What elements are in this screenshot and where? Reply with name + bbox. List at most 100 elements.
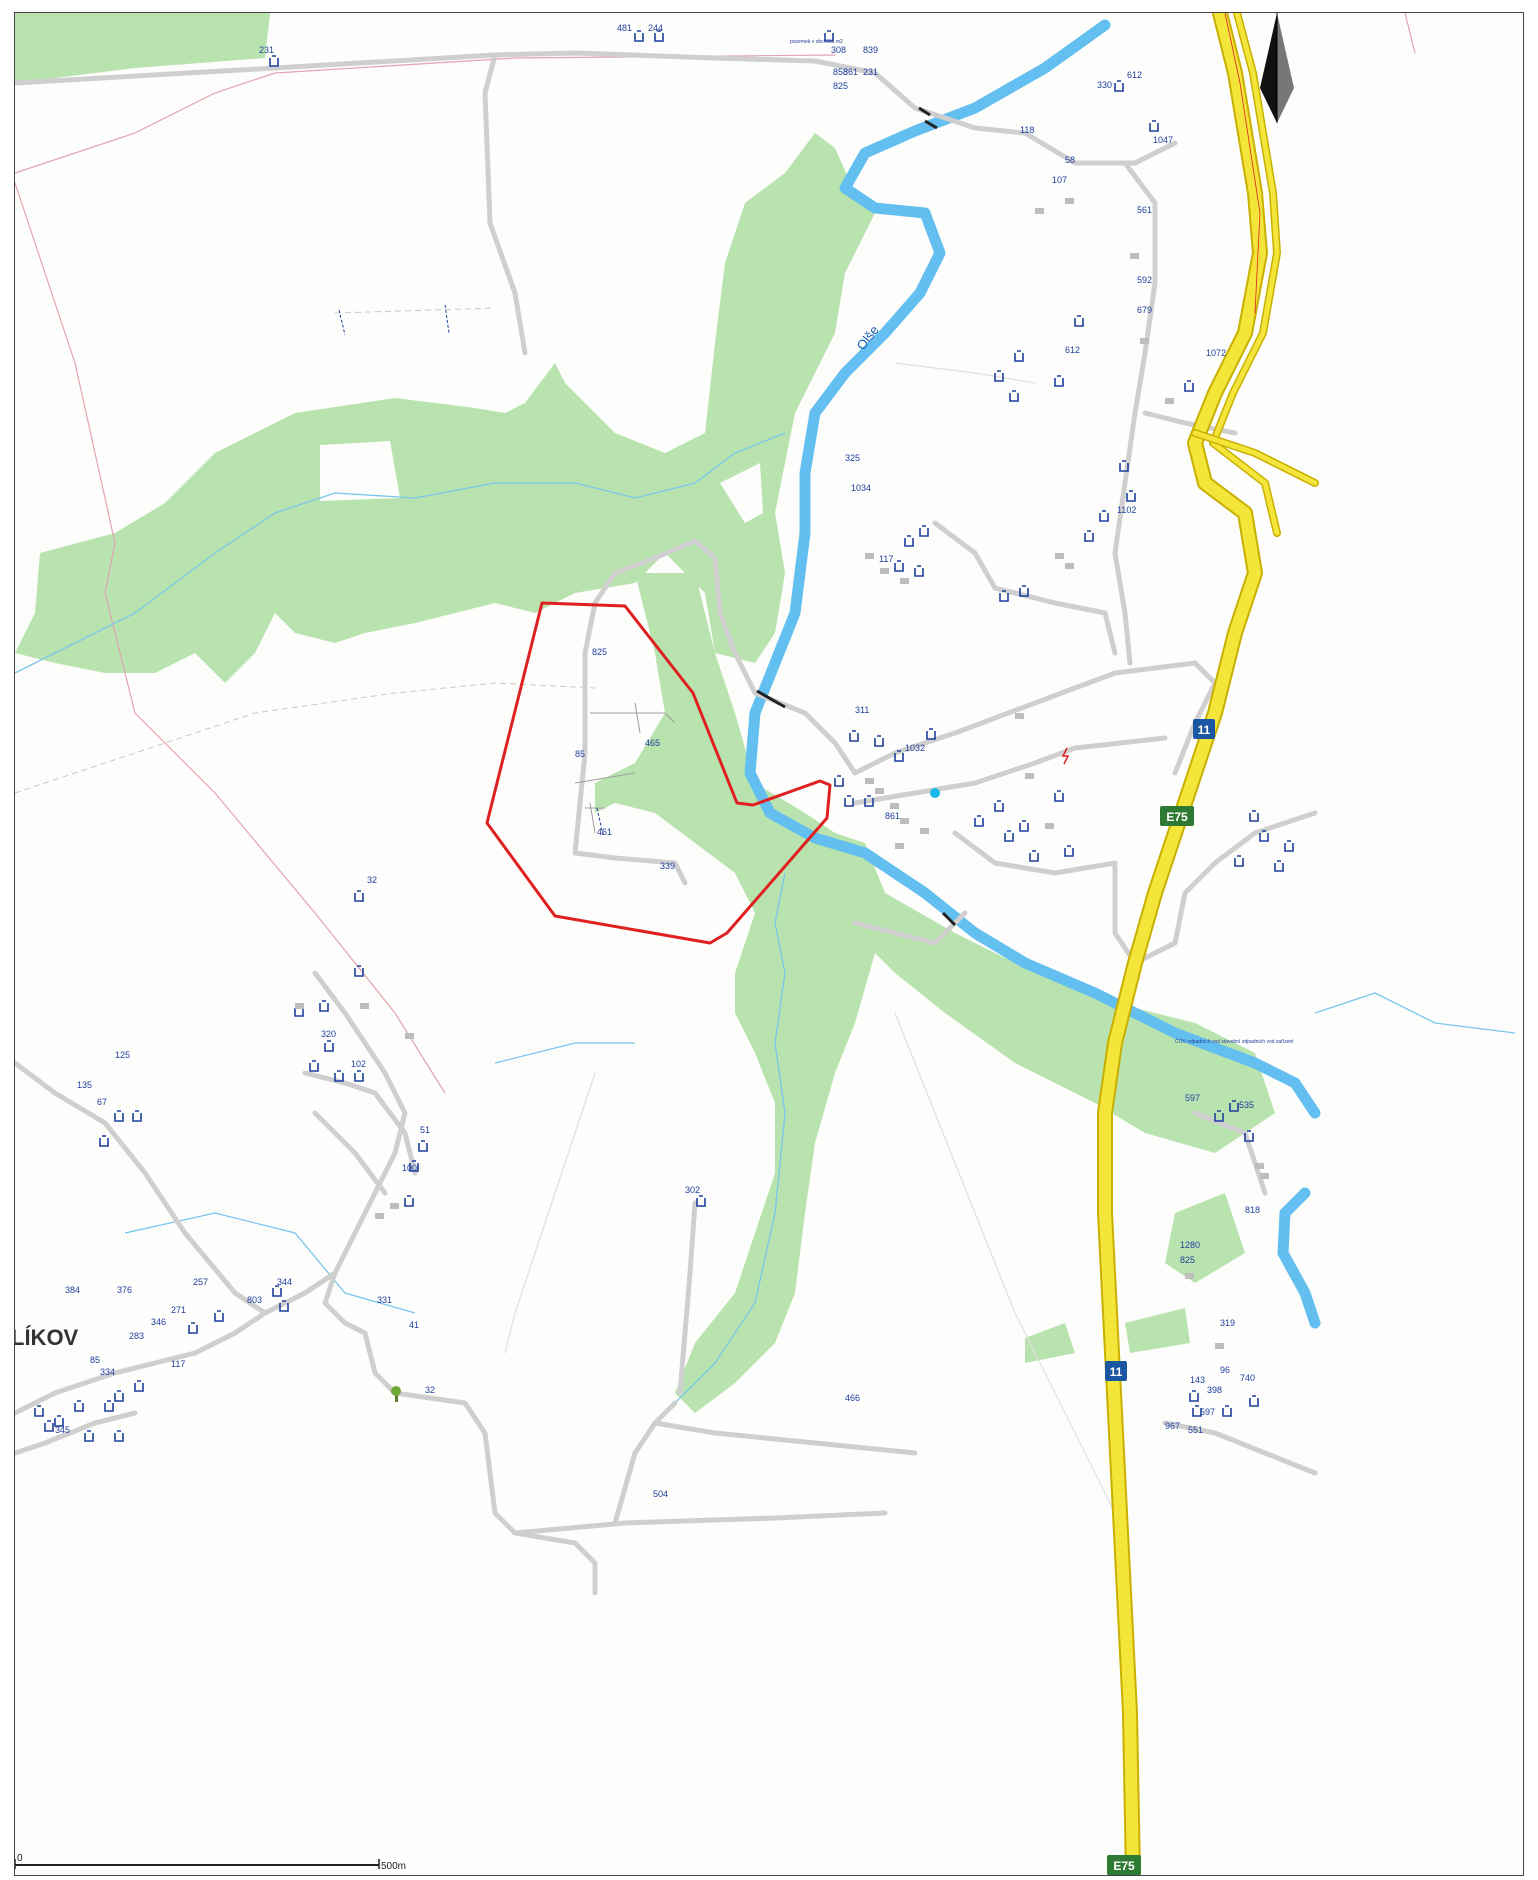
building-footprint bbox=[1165, 398, 1174, 404]
house-number-label: 825 bbox=[592, 647, 607, 657]
house-number-label: 504 bbox=[653, 1489, 668, 1499]
building-marker bbox=[354, 890, 364, 902]
building-marker bbox=[1274, 860, 1284, 872]
building-marker bbox=[994, 370, 1004, 382]
house-number-label: 58 bbox=[1065, 155, 1075, 165]
building-marker bbox=[654, 30, 664, 42]
building-marker bbox=[114, 1430, 124, 1442]
building-marker bbox=[834, 775, 844, 787]
highway-e75 bbox=[1097, 13, 1319, 1875]
house-number-label: 118 bbox=[1020, 125, 1034, 135]
building-marker bbox=[1126, 490, 1136, 502]
house-number-label: 818 bbox=[1245, 1205, 1260, 1215]
building-marker bbox=[1119, 460, 1129, 472]
building-marker bbox=[354, 1070, 364, 1082]
house-number-label: 143 bbox=[1190, 1375, 1205, 1385]
house-number-label: 803 bbox=[247, 1295, 262, 1305]
house-number-label: 1034 bbox=[851, 483, 871, 493]
house-number-label: 51 bbox=[420, 1125, 430, 1135]
road-south-field bbox=[512, 1510, 888, 1536]
house-number-label: 117 bbox=[171, 1359, 185, 1369]
building-marker bbox=[1084, 530, 1094, 542]
house-number-label: 311 bbox=[855, 705, 869, 715]
building-marker bbox=[214, 1310, 224, 1322]
scale-start-label: 0 bbox=[17, 1853, 23, 1864]
building-footprint bbox=[890, 803, 899, 809]
shield-11-lower: 11 bbox=[1105, 1361, 1127, 1381]
field-paths bbox=[15, 307, 596, 794]
house-number-label: 825 bbox=[833, 81, 848, 91]
house-number-label: 244 bbox=[648, 23, 663, 33]
house-number-label: 839 bbox=[863, 45, 878, 55]
road-southwest bbox=[15, 970, 408, 1316]
building-marker bbox=[319, 1000, 329, 1012]
building-footprint bbox=[1215, 1343, 1224, 1349]
road-east-3 bbox=[952, 830, 1118, 876]
building-marker bbox=[74, 1400, 84, 1412]
building-marker bbox=[1222, 1405, 1232, 1417]
house-number-label: 107 bbox=[1052, 175, 1067, 185]
house-number-label: 41 bbox=[409, 1320, 419, 1330]
building-marker bbox=[114, 1110, 124, 1122]
building-marker bbox=[44, 1420, 54, 1432]
building-marker bbox=[1284, 840, 1294, 852]
road-loop bbox=[592, 538, 858, 776]
cadastral-map: Olše bbox=[15, 13, 1516, 1875]
building-footprint bbox=[1130, 253, 1139, 259]
forest-clearing-1 bbox=[320, 441, 400, 501]
house-number-label: 861 bbox=[843, 67, 858, 77]
shield-11-lower-label: 11 bbox=[1110, 1365, 1123, 1379]
local-roads bbox=[15, 50, 1318, 1596]
building-footprint bbox=[1065, 563, 1074, 569]
forest-small-east-2 bbox=[1125, 1308, 1190, 1353]
house-number-label: 740 bbox=[1240, 1373, 1255, 1383]
building-marker bbox=[1114, 80, 1124, 92]
field-tracks bbox=[504, 362, 1116, 1514]
house-number-label: 344 bbox=[277, 1277, 292, 1287]
road-south-vertical bbox=[612, 1400, 678, 1526]
house-number-label: 330 bbox=[1097, 80, 1112, 90]
road-bridge-south bbox=[852, 910, 968, 946]
house-number-label: 1072 bbox=[1206, 348, 1226, 358]
road-sw-3 bbox=[322, 1270, 598, 1596]
road-sw-2 bbox=[302, 1070, 418, 1176]
house-number-label: 1032 bbox=[905, 743, 925, 753]
forest-main-band bbox=[15, 133, 875, 683]
building-marker bbox=[354, 965, 364, 977]
road-plot bbox=[572, 600, 688, 886]
house-number-label: 271 bbox=[171, 1305, 186, 1315]
building-marker bbox=[824, 30, 834, 42]
building-footprint bbox=[405, 1033, 414, 1039]
house-number-label: 597 bbox=[1200, 1407, 1215, 1417]
house-number-label: 320 bbox=[321, 1029, 336, 1039]
shield-11-upper: 11 bbox=[1193, 719, 1215, 739]
building-footprint bbox=[1255, 1163, 1264, 1169]
building-marker bbox=[1019, 820, 1029, 832]
building-marker bbox=[1192, 1405, 1202, 1417]
note-top-center: pozemek v obci 231 m2 bbox=[790, 39, 843, 45]
forest-areas bbox=[15, 13, 1275, 1413]
dashed-parcels bbox=[338, 304, 604, 836]
building-marker bbox=[914, 565, 924, 577]
building-footprint bbox=[920, 828, 929, 834]
water-point-icon bbox=[930, 788, 940, 798]
river-olse bbox=[744, 19, 1321, 1119]
house-number-label: 858 bbox=[833, 67, 848, 77]
house-number-label: 481 bbox=[617, 23, 632, 33]
bridge-middle bbox=[756, 689, 786, 709]
building-marker bbox=[1184, 380, 1194, 392]
shield-e75-upper-label: E75 bbox=[1166, 810, 1188, 824]
tree-icon bbox=[391, 1386, 401, 1402]
building-marker bbox=[1074, 315, 1084, 327]
building-marker bbox=[34, 1405, 44, 1417]
building-marker bbox=[54, 1415, 64, 1427]
house-number-label: 32 bbox=[425, 1385, 435, 1395]
building-marker bbox=[994, 800, 1004, 812]
road-sw-5 bbox=[15, 1410, 138, 1456]
house-number-label: 346 bbox=[151, 1317, 166, 1327]
scale-end-label: 500m bbox=[381, 1861, 406, 1872]
building-marker bbox=[904, 535, 914, 547]
building-footprint bbox=[1035, 208, 1044, 214]
road-sw-field bbox=[312, 1110, 388, 1196]
building-footprint bbox=[875, 788, 884, 794]
